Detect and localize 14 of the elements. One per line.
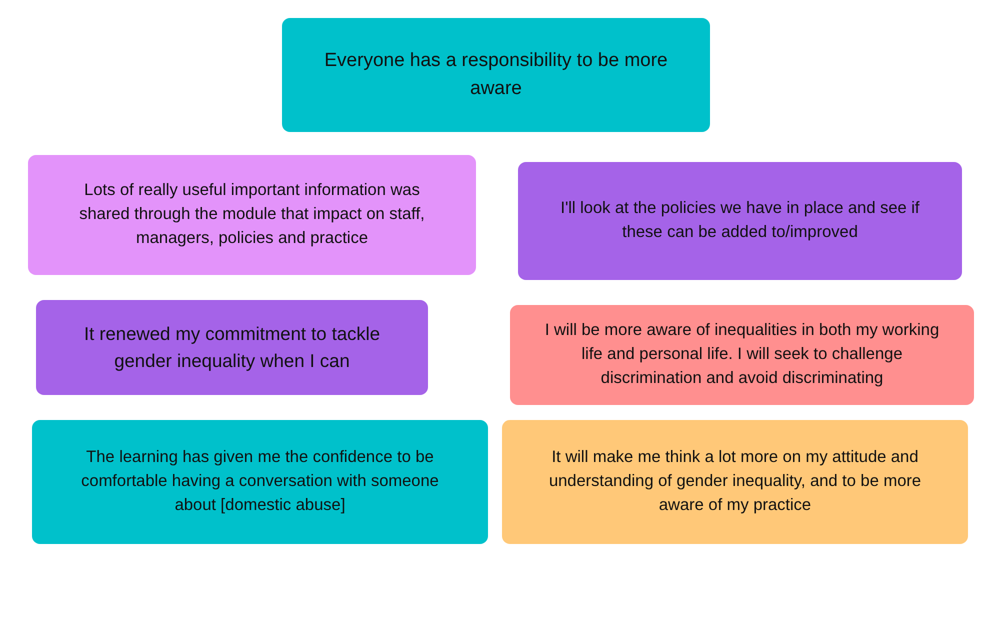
quote-text: The learning has given me the confidence to be comfortable having a conversation with someone about [domestic abuse] <box>80 447 440 516</box>
quote-text: I will be more aware of inequalities in both my working life and personal life. I will seek to challenge discrimination and avoid discriminating <box>544 320 940 389</box>
quote-box <box>510 305 974 405</box>
quote-box <box>28 155 476 275</box>
quote-box <box>36 300 428 395</box>
quote-box <box>282 18 710 132</box>
quote-text: It will make me think a lot more on my attitude and understanding of gender inequality, and to be more aware of my practice <box>548 447 922 516</box>
quote-box <box>32 420 488 544</box>
quote-box <box>502 420 968 544</box>
quote-text: Lots of really useful important information was shared through the module that impact on staff, managers, policies and practice <box>78 180 426 249</box>
quote-text: I'll look at the policies we have in place and see if these can be added to/improved <box>559 198 921 243</box>
quote-text: It renewed my commitment to tackle gender inequality when I can <box>82 322 382 373</box>
quote-text: Everyone has a responsibility to be more aware <box>323 49 669 101</box>
quote-box <box>518 162 962 280</box>
